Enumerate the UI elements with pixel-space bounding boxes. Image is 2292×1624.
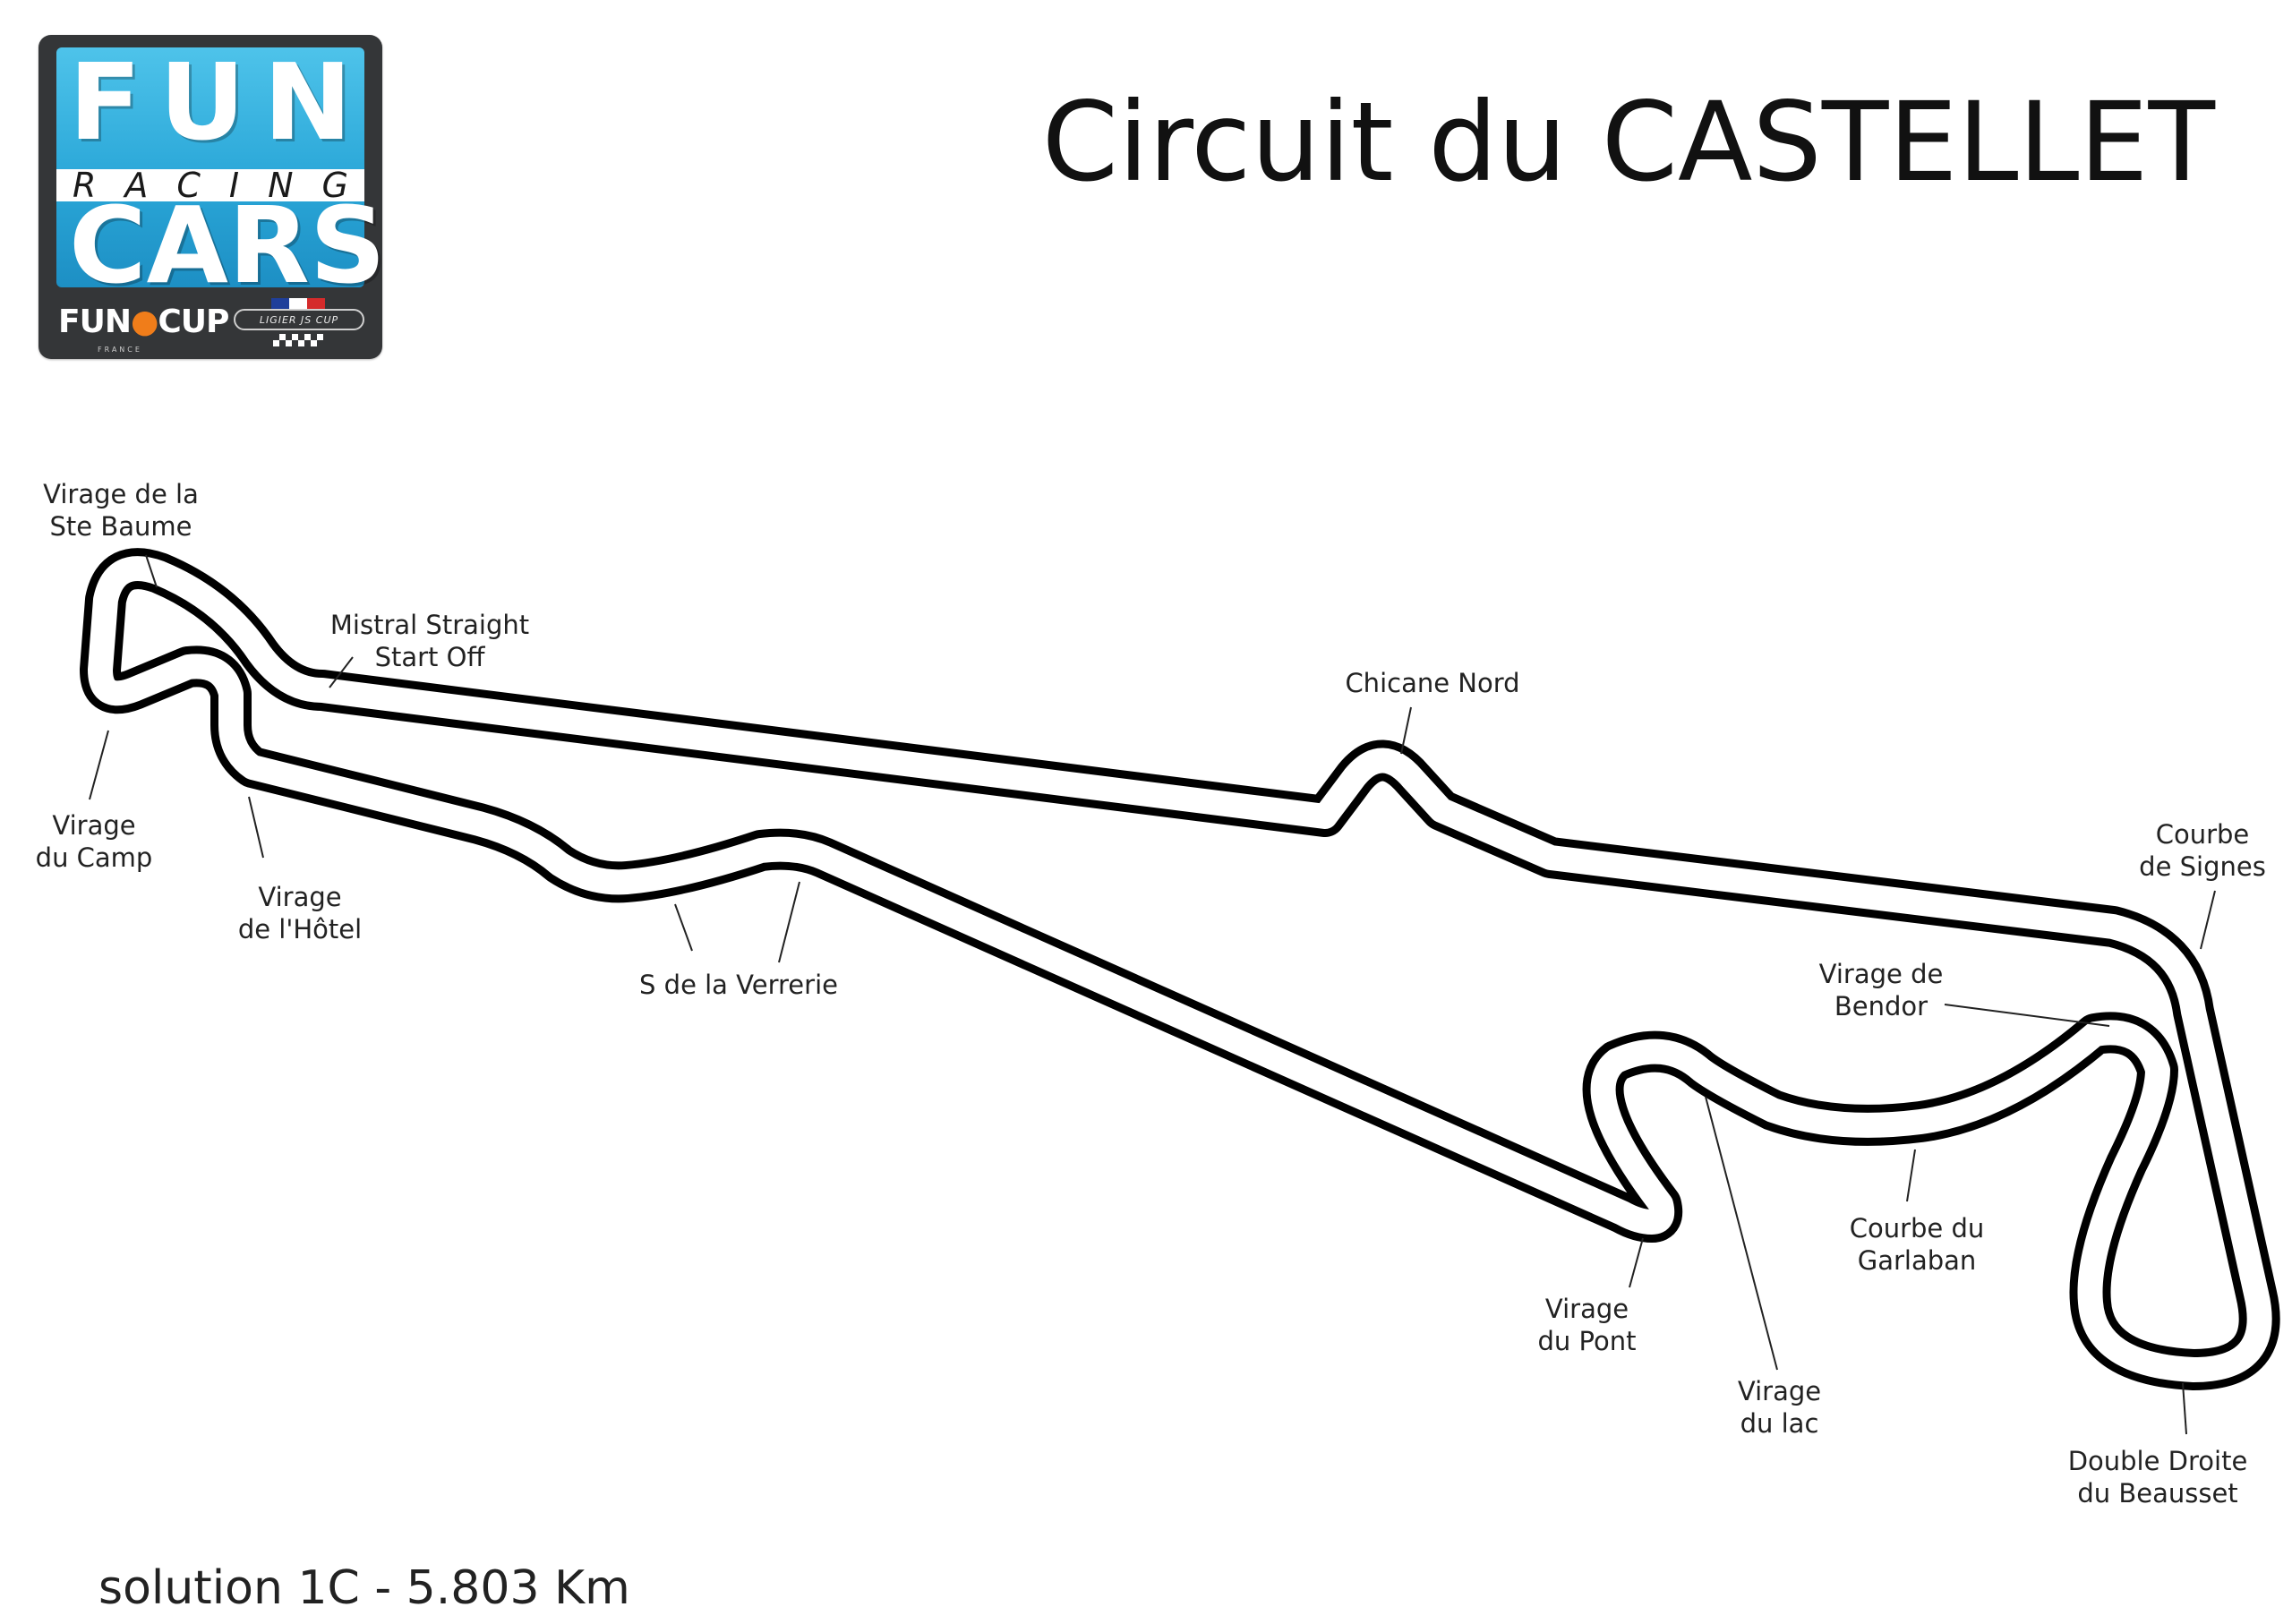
track-length-note: solution 1C - 5.803 Km <box>98 1561 630 1615</box>
leader-garlaban <box>1906 1149 1916 1202</box>
corner-label-beausset: Double Droite du Beausset <box>2067 1446 2248 1509</box>
page-title: Circuit du CASTELLET <box>1041 79 2215 206</box>
leader-ste-baume <box>145 554 158 588</box>
corner-label-bendor: Virage de Bendor <box>1818 959 1944 1021</box>
leader-beausset <box>2182 1382 2187 1435</box>
corner-label-verrerie: S de la Verrerie <box>639 970 838 1000</box>
flag-band-red <box>307 298 325 309</box>
french-flag-icon <box>271 298 325 309</box>
track-surface <box>88 556 2272 1382</box>
logo-blue-panel: F U N R A C I N G C A R S <box>56 40 382 298</box>
ligier-js-cup-logo: LIGIER JS CUP <box>234 309 364 330</box>
leader-verrerie-1 <box>674 903 693 952</box>
leader-chicane-nord <box>1400 706 1412 755</box>
logo-word-fun: F U N <box>69 40 352 164</box>
leader-verrerie-2 <box>778 881 800 963</box>
corner-label-ste-baume: Virage de la Ste Baume <box>43 479 199 542</box>
logo-racing-band: R A C I N G <box>56 166 364 205</box>
funcup-subtitle: FRANCE <box>98 346 142 354</box>
corner-label-signes: Courbe de Signes <box>2139 819 2266 882</box>
corner-label-lac: Virage du lac <box>1737 1376 1822 1439</box>
leader-mistral <box>329 656 354 688</box>
leader-bendor <box>1944 1004 2110 1027</box>
leader-pont <box>1629 1237 1644 1288</box>
logo-word-cars: C A R S <box>69 184 382 307</box>
leader-hotel <box>248 796 264 859</box>
corner-label-garlaban: Courbe du Garlaban <box>1849 1213 1985 1276</box>
corner-label-mistral: Mistral Straight Start Off <box>329 610 530 672</box>
fun-racing-cars-logo: F U N R A C I N G C A R S FUN●CUP FRANCE… <box>38 35 382 359</box>
corner-label-chicane-nord: Chicane Nord <box>1345 668 1520 698</box>
corner-label-camp: Virage du Camp <box>35 810 153 873</box>
flag-band-blue <box>271 298 289 309</box>
funcup-logo: FUN●CUP <box>58 303 229 340</box>
flag-band-white <box>289 298 307 309</box>
leader-camp <box>89 730 109 800</box>
leader-lac <box>1705 1096 1778 1371</box>
corner-label-pont: Virage du Pont <box>1537 1294 1637 1356</box>
funcup-car-icon: ● <box>130 303 158 340</box>
corner-label-hotel: Virage de l'Hôtel <box>237 882 363 944</box>
leader-signes <box>2200 890 2216 950</box>
checkered-flag-icon <box>273 334 323 346</box>
